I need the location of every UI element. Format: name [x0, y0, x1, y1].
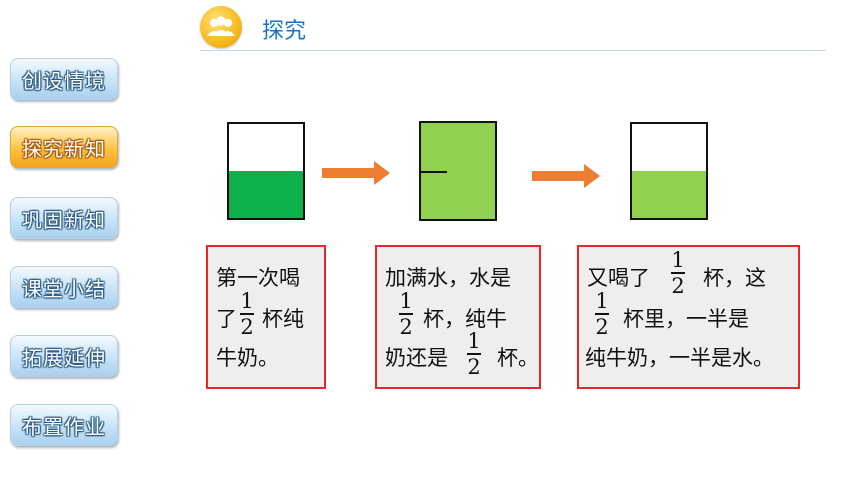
arrow-right-icon: [322, 161, 390, 185]
text-box-first-drink: 第一次喝 了 1 2 杯纯 牛奶。: [206, 245, 326, 389]
fraction-bar: [399, 313, 413, 315]
text-line: 加满水，水是: [385, 266, 511, 290]
cup-fill: [632, 171, 706, 218]
half-mark-line: [421, 171, 447, 173]
fraction-denominator: 2: [467, 354, 481, 379]
fraction-one-half: 1 2: [240, 290, 254, 338]
text-line: 杯纯: [262, 307, 304, 331]
fraction-bar: [467, 353, 481, 355]
fraction-denominator: 2: [399, 314, 413, 339]
sidebar-item-consolidate[interactable]: 巩固新知: [10, 197, 118, 239]
sidebar-item-explore-new[interactable]: 探究新知: [10, 126, 118, 168]
cup-fill: [229, 171, 303, 218]
sidebar-item-summary[interactable]: 课堂小结: [10, 266, 118, 308]
text-line: 了: [216, 307, 237, 331]
fraction-one-half: 1 2: [671, 249, 685, 297]
cup-full: [419, 121, 497, 221]
text-box-fill-water: 加满水，水是 1 2 杯，纯牛 奶还是 1 2 杯。: [375, 245, 541, 389]
text-line: 奶还是: [385, 346, 448, 370]
fraction-denominator: 2: [595, 314, 609, 339]
page-title: 探究: [262, 19, 307, 44]
fraction-denominator: 2: [240, 314, 254, 339]
text-line: 又喝了: [587, 266, 650, 290]
header-divider: [200, 50, 826, 51]
fraction-denominator: 2: [671, 273, 685, 298]
text-line: 杯，这: [703, 266, 766, 290]
cup-half-milk-water: [630, 122, 708, 220]
text-box-drink-again: 又喝了 1 2 杯，这 1 2 杯里，一半是 纯牛奶，一半是水。: [577, 245, 800, 389]
fraction-numerator: 1: [467, 329, 481, 353]
people-group-icon: [200, 6, 242, 48]
fraction-numerator: 1: [399, 289, 413, 313]
text-line: 杯，纯牛: [423, 307, 507, 331]
fraction-bar: [595, 313, 609, 315]
fraction-bar: [671, 272, 685, 274]
cup-half-milk: [227, 122, 305, 220]
fraction-bar: [240, 313, 254, 315]
text-line: 纯牛奶，一半是水。: [585, 346, 774, 370]
sidebar-item-homework[interactable]: 布置作业: [10, 404, 118, 446]
text-line: 杯。: [497, 346, 539, 370]
text-line: 牛奶。: [216, 346, 279, 370]
section-header: 探究: [200, 4, 826, 51]
arrow-right-icon: [532, 164, 600, 188]
fraction-one-half: 1 2: [467, 330, 481, 378]
sidebar-item-extension[interactable]: 拓展延伸: [10, 335, 118, 377]
text-line: 第一次喝: [216, 266, 300, 290]
fraction-one-half: 1 2: [595, 290, 609, 338]
fraction-numerator: 1: [595, 289, 609, 313]
fraction-numerator: 1: [671, 248, 685, 272]
fraction-one-half: 1 2: [399, 290, 413, 338]
text-line: 杯里，一半是: [623, 307, 749, 331]
sidebar-item-create-situation[interactable]: 创设情境: [10, 58, 118, 100]
fraction-numerator: 1: [240, 289, 254, 313]
